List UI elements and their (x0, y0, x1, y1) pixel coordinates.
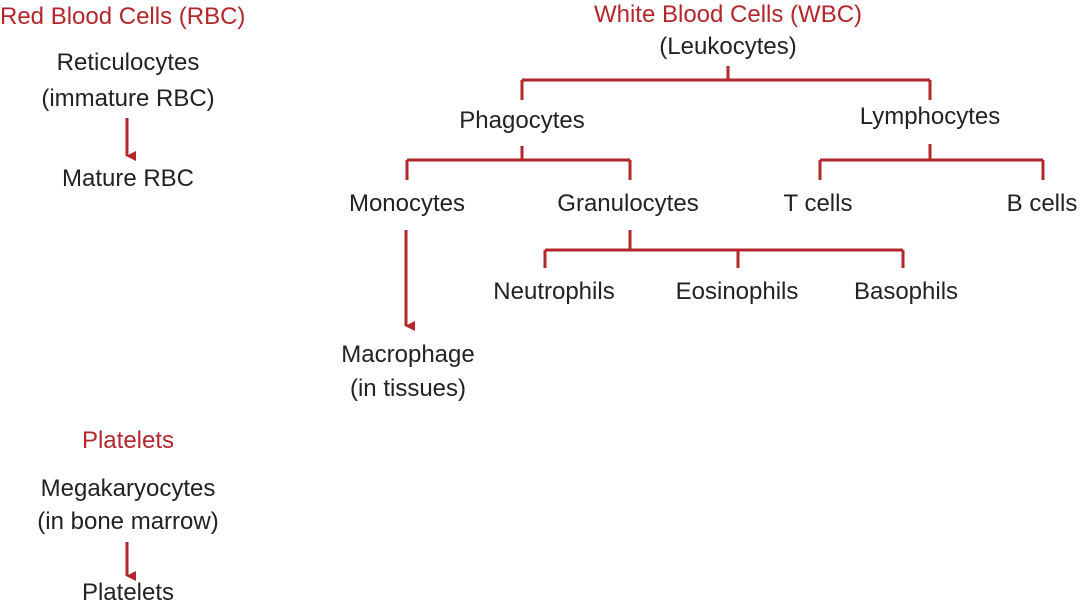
neutrophils-label: Neutrophils (493, 278, 615, 305)
wbc-title: White Blood Cells (WBC) (593, 1, 863, 28)
platelets-result-label: Platelets (81, 579, 175, 606)
b-cells-label: B cells (1006, 190, 1078, 217)
granulocytes-label: Granulocytes (557, 190, 699, 217)
rbc-title: Red Blood Cells (RBC) (0, 3, 246, 30)
platelets-title: Platelets (81, 427, 175, 454)
megakaryocytes-label: Megakaryocytes (40, 475, 216, 502)
megakaryocytes-note: (in bone marrow) (37, 508, 219, 535)
wbc-subtitle: (Leukocytes) (659, 33, 797, 60)
phagocytes-label: Phagocytes (459, 107, 585, 134)
reticulocytes-note: (immature RBC) (41, 85, 215, 112)
t-cells-label: T cells (783, 190, 853, 217)
mature-rbc-label: Mature RBC (61, 165, 195, 192)
macrophage-label: Macrophage (341, 341, 475, 368)
basophils-label: Basophils (853, 278, 959, 305)
eosinophils-label: Eosinophils (675, 278, 799, 305)
macrophage-note: (in tissues) (349, 375, 467, 402)
reticulocytes-label: Reticulocytes (56, 49, 200, 76)
lymphocytes-label: Lymphocytes (859, 103, 1001, 130)
monocytes-label: Monocytes (348, 190, 466, 217)
